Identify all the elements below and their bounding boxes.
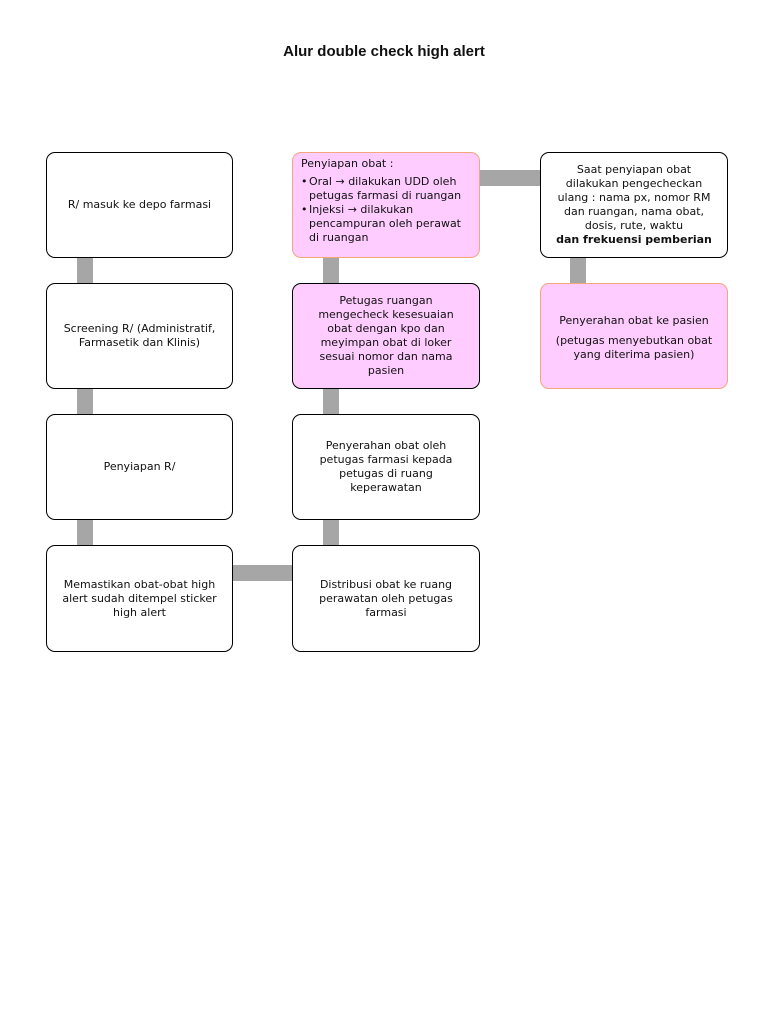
box-handover-to-patient-text: Penyerahan obat ke pasien [559, 314, 709, 327]
connector-b9-b10 [570, 257, 586, 284]
connector-b8-b9 [479, 170, 541, 186]
box-recheck-text: Saat penyiapan obat dilakukan pengecheck… [557, 163, 711, 232]
box-handover-to-patient-subtext: (petugas menyebutkan obat yang diterima … [555, 334, 713, 361]
box-rx-preparation: Penyiapan R/ [46, 414, 233, 520]
box-handover-to-nurse-text: Penyerahan obat oleh petugas farmasi kep… [319, 439, 453, 494]
box-high-alert-sticker-text: Memastikan obat-obat high alert sudah di… [62, 577, 217, 619]
box-ward-check-text: Petugas ruangan mengecheck kesesuaian ob… [318, 294, 454, 377]
box-recheck: Saat penyiapan obat dilakukan pengecheck… [540, 152, 728, 258]
connector-b1-b2 [77, 257, 93, 284]
box-screening-text: Screening R/ (Administratif, Farmasetik … [63, 322, 216, 349]
list-item-oral: Oral → dilakukan UDD oleh petugas farmas… [301, 175, 471, 203]
box-screening: Screening R/ (Administratif, Farmasetik … [46, 283, 233, 389]
connector-b4-b5 [232, 565, 293, 581]
box-rx-received: R/ masuk ke depo farmasi [46, 152, 233, 258]
box-ward-check: Petugas ruangan mengecheck kesesuaian ob… [292, 283, 480, 389]
box-rx-received-text: R/ masuk ke depo farmasi [67, 198, 212, 211]
box-distribution-text: Distribusi obat ke ruang perawatan oleh … [319, 577, 453, 619]
box-handover-to-patient: Penyerahan obat ke pasien (petugas menye… [540, 283, 728, 389]
connector-b5-b6 [323, 519, 339, 547]
connector-b6-b7 [323, 388, 339, 415]
box-distribution: Distribusi obat ke ruang perawatan oleh … [292, 545, 480, 652]
connector-b2-b3 [77, 388, 93, 415]
box-drug-preparation-heading: Penyiapan obat : [301, 157, 394, 170]
box-high-alert-sticker: Memastikan obat-obat high alert sudah di… [46, 545, 233, 652]
box-drug-preparation: Penyiapan obat : Oral → dilakukan UDD ol… [292, 152, 480, 258]
box-rx-preparation-text: Penyiapan R/ [103, 460, 176, 473]
box-handover-to-nurse: Penyerahan obat oleh petugas farmasi kep… [292, 414, 480, 520]
connector-b3-b4 [77, 519, 93, 546]
box-recheck-text-strong: dan frekuensi pemberian [556, 233, 712, 246]
list-item-injection: Injeksi → dilakukan pencampuran oleh per… [301, 203, 471, 245]
diagram-title: Alur double check high alert [283, 43, 485, 60]
box-drug-preparation-list: Oral → dilakukan UDD oleh petugas farmas… [301, 175, 471, 245]
connector-b7-b8 [323, 257, 339, 284]
